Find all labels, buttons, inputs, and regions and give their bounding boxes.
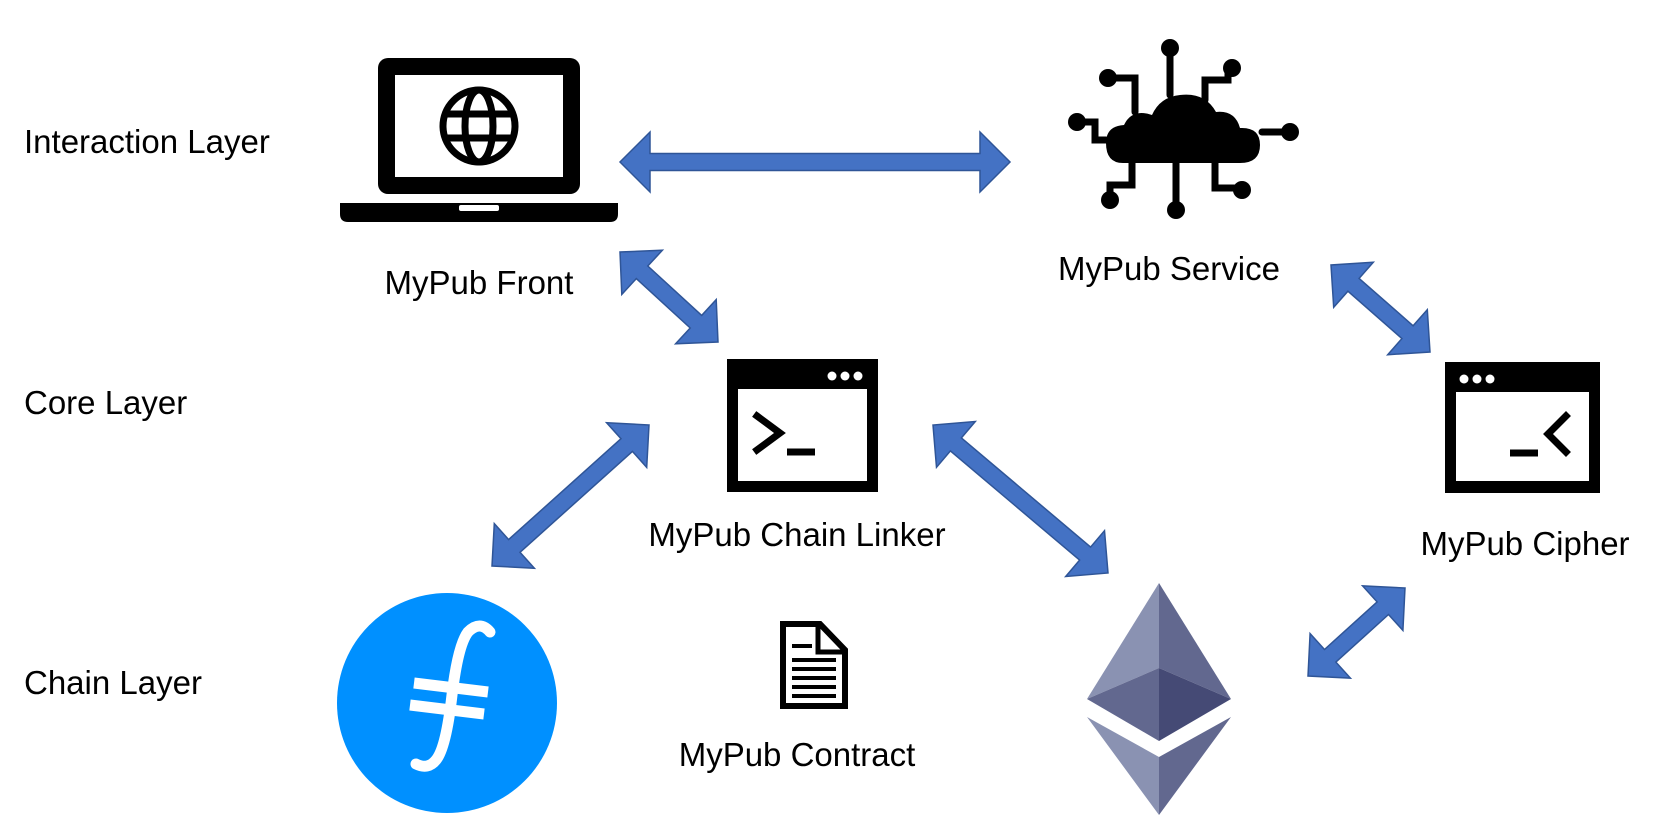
core-layer-label: Core Layer bbox=[24, 384, 188, 421]
laptop-globe-icon bbox=[340, 58, 618, 222]
document-icon bbox=[780, 621, 848, 709]
filecoin-logo-icon bbox=[337, 593, 557, 813]
chain-layer-label: Chain Layer bbox=[24, 664, 202, 701]
arrow-front-service bbox=[618, 130, 1012, 194]
terminal-window-reversed-icon bbox=[1445, 362, 1600, 493]
chain-linker-label: MyPub Chain Linker bbox=[648, 516, 946, 553]
arrow-cipher-ethereum bbox=[1307, 585, 1406, 679]
connection-arrows bbox=[491, 130, 1431, 679]
ethereum-logo-icon bbox=[1087, 583, 1231, 815]
contract-label: MyPub Contract bbox=[678, 736, 916, 773]
terminal-window-icon bbox=[727, 359, 878, 492]
arrow-chain-linker-ethereum bbox=[932, 420, 1109, 578]
service-label: MyPub Service bbox=[1058, 250, 1280, 287]
front-label: MyPub Front bbox=[384, 264, 574, 301]
cloud-network-icon bbox=[1068, 39, 1299, 219]
arrow-service-cipher bbox=[1330, 261, 1431, 356]
arrow-chain-linker-filecoin bbox=[491, 421, 650, 570]
cipher-label: MyPub Cipher bbox=[1420, 525, 1630, 562]
arrow-front-chain-linker bbox=[619, 249, 719, 345]
interaction-layer-label: Interaction Layer bbox=[24, 123, 270, 160]
